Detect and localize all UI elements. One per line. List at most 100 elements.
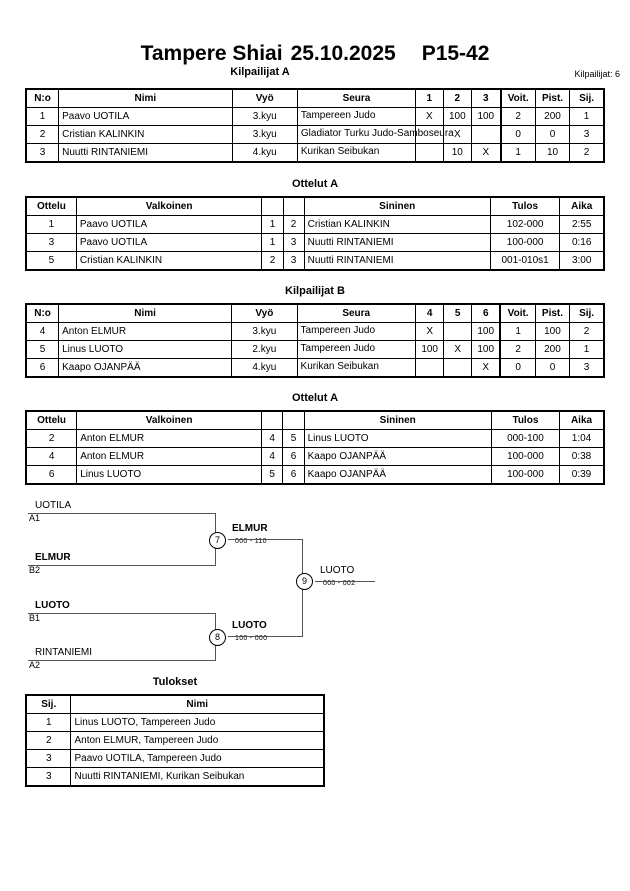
cell-no: 1 [25,107,60,126]
cell-time: 0:16 [559,233,605,252]
cell-white-name: Cristian KALINKIN [75,251,263,271]
cell-belt: 2.kyu [231,340,298,359]
club-label: Tampereen Judo [300,110,376,121]
cell-grid-2 [443,358,472,378]
col-grid-3: 3 [471,88,502,108]
cell-wins: 1 [499,322,536,341]
col-no: N:o [25,303,60,323]
col-rank: Sij. [569,303,605,323]
col-grid-5: 5 [443,303,472,323]
category-name: P15-42 [421,42,490,65]
bracket-node-winner: ELMUR [232,523,268,534]
bracket-entry-seed: A1 [29,513,41,523]
cell-club: Tampereen Judo [296,107,417,126]
cell-no: 6 [25,358,60,378]
cell-white-no: 1 [261,233,284,252]
cell-blue-no: 3 [282,251,305,271]
table-header-row: Ottelu Valkoinen Sininen Tulos Aika [25,410,605,430]
cell-grid-3 [471,125,502,144]
cell-grid-3: X [470,358,501,378]
pool-a-table: N:o Nimi Vyö Seura 1 2 3 Voit. Pist. Sij… [25,88,605,163]
col-time: Aika [559,196,605,216]
cell-blue-name: Nuutti RINTANIEMI [303,251,491,271]
cell-white-name: Paavo UOTILA [75,215,263,234]
cell-wins: 1 [499,143,536,163]
col-blue: Sininen [303,410,492,430]
elimination-bracket: UOTILA A1 ELMUR B2 7 ELMUR 000 - 110 LUO… [0,495,630,675]
cell-no: 5 [25,340,60,359]
bracket-line [28,513,216,514]
col-grid-6: 6 [470,303,501,323]
col-grid-1: 1 [415,88,444,108]
cell-white-no: 5 [261,465,284,485]
cell-belt: 3.kyu [231,107,298,126]
cell-name: Nuutti RINTANIEMI [58,143,233,163]
cell-rank: 2 [569,322,605,341]
cell-wins: 2 [499,107,536,126]
col-white-no [261,196,284,216]
col-points: Pist. [534,303,571,323]
cell-match-no: 2 [25,429,78,448]
bracket-entry-seed: A2 [29,660,41,670]
cell-points: 0 [534,125,571,144]
cell-time: 3:00 [559,251,605,271]
col-belt: Vyö [231,303,298,323]
pool-b-heading: Kilpailijat B [285,285,345,297]
cell-match-no: 4 [25,447,78,466]
bracket-entry-name: ELMUR [35,552,71,563]
bracket-node-score: 100 - 000 [235,635,268,642]
cell-grid-3: 100 [470,340,501,359]
cell-rank: 3 [569,358,605,378]
club-label: Tampereen Judo [300,325,376,336]
cell-blue-name: Kaapo OJANPÄÄ [303,447,492,466]
club-label: Kurikan Seibukan [300,361,379,372]
bracket-node-8: 8 [209,629,226,646]
cell-result: 000-100 [490,429,561,448]
col-no: N:o [25,88,60,108]
cell-white-no: 2 [261,251,284,271]
cell-result: 001-010s1 [489,251,561,271]
col-result: Tulos [490,410,561,430]
club-label: Gladiator Turku Judo-Samboseura [300,128,454,139]
col-rank: Sij. [569,88,605,108]
col-blue-no [282,196,305,216]
entrant-count: Kilpailijat: 6 [574,69,620,79]
cell-grid-3: 100 [471,107,502,126]
cell-no: 3 [25,143,60,163]
cell-points: 10 [534,143,571,163]
col-name: Nimi [58,303,233,323]
bracket-node-score: 000 - 110 [235,538,267,545]
cell-white-name: Anton ELMUR [76,429,263,448]
club-label: Kurikan Seibukan [300,146,380,157]
cell-grid-2: X [442,125,473,144]
bracket-line [28,660,216,661]
bracket-entry-name: LUOTO [35,600,70,611]
cell-rank: 1 [569,107,605,126]
cell-blue-no: 3 [282,233,305,252]
bracket-entry-name: UOTILA [35,500,72,511]
cell-white-name: Paavo UOTILA [75,233,263,252]
col-match: Ottelu [25,410,78,430]
cell-name: Kaapo OJANPÄÄ [58,358,233,378]
cell-blue-name: Cristian KALINKIN [303,215,491,234]
cell-grid-1 [414,358,445,378]
cell-grid-2 [443,322,472,341]
cell-name: Paavo UOTILA [58,107,233,126]
cell-club: Kurikan Seibukan [296,358,416,378]
col-white: Valkoinen [76,410,263,430]
pool-b-table: N:o Nimi Vyö Seura 4 5 6 Voit. Pist. Sij… [25,303,605,378]
cell-rank: 3 [569,125,605,144]
bracket-line [28,565,216,566]
